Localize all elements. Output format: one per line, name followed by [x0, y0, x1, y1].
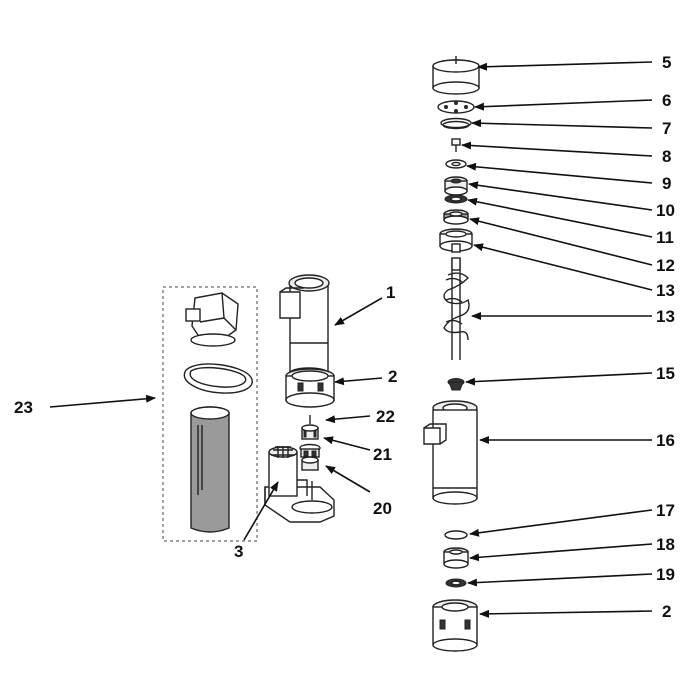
- part-21-gear-small: [301, 424, 319, 440]
- callout-8: 8: [662, 147, 671, 166]
- part-10-bearing: [444, 176, 468, 196]
- leader-23: [49, 394, 156, 408]
- leader-15: [465, 372, 653, 386]
- callout-20: 20: [373, 499, 392, 518]
- callout-19: 19: [656, 565, 675, 584]
- callout-3: 3: [234, 542, 243, 561]
- leader-11: [467, 197, 653, 238]
- part-8-screw: [451, 138, 461, 152]
- part-9-washer: [445, 159, 467, 169]
- kit-belt-part: [183, 363, 253, 394]
- callout-23: 23: [14, 398, 33, 417]
- leader-22: [325, 415, 371, 424]
- callout-2a: 2: [388, 367, 397, 386]
- leader-3: [243, 481, 279, 541]
- leader-2b: [479, 609, 653, 618]
- part-23-kit-group: [162, 286, 258, 542]
- part-11-seal: [444, 194, 468, 204]
- callout-10: 10: [656, 201, 675, 220]
- kit-sleeve-part: [190, 406, 230, 533]
- part-1-upper-housing: [279, 274, 330, 379]
- callout-5: 5: [662, 53, 671, 72]
- callout-labels: 23 1 2 22 21 20 3 5 6 7 8 9 10 11 12 13 …: [14, 53, 675, 621]
- part-16-lower-housing: [423, 400, 478, 505]
- part-13-auger-screw: [443, 257, 470, 360]
- part-2-collar-left: [285, 368, 335, 408]
- callout-1: 1: [386, 283, 395, 302]
- part-15-seal: [447, 378, 465, 391]
- leader-8: [461, 141, 653, 157]
- part-20-gear-stack: [299, 443, 321, 471]
- callout-17: 17: [656, 501, 675, 520]
- callout-11: 11: [656, 228, 674, 247]
- part-12-bearing-ring: [443, 209, 469, 225]
- part-17-o-ring: [444, 530, 468, 540]
- leader-10: [468, 181, 653, 211]
- part-19-bearing: [445, 578, 467, 588]
- leader-6: [474, 99, 653, 111]
- leader-19: [467, 573, 653, 587]
- leader-20: [325, 465, 371, 493]
- leader-1: [334, 297, 383, 326]
- leader-9: [466, 162, 653, 184]
- leader-7: [471, 119, 653, 129]
- callout-12: 12: [656, 256, 675, 275]
- callout-16: 16: [656, 431, 675, 450]
- leader-18: [469, 543, 653, 562]
- part-13-flange: [439, 228, 473, 253]
- callout-7: 7: [662, 119, 671, 138]
- part-18-bushing: [443, 547, 469, 569]
- leader-5: [477, 61, 653, 71]
- callout-2b: 2: [662, 602, 671, 621]
- callout-6: 6: [662, 91, 671, 110]
- callout-15: 15: [656, 364, 675, 383]
- callout-9: 9: [662, 174, 671, 193]
- part-6-plate: [437, 100, 475, 114]
- callout-18: 18: [656, 535, 675, 554]
- callout-13b: 13: [656, 307, 675, 326]
- leader-12: [469, 217, 653, 266]
- callout-22: 22: [376, 407, 395, 426]
- part-5-top-cap: [432, 56, 480, 95]
- kit-head-part: [185, 292, 239, 347]
- callout-21: 21: [373, 445, 392, 464]
- leader-17: [469, 509, 653, 537]
- part-2-collar-right: [432, 599, 478, 652]
- leader-arrows: [49, 61, 653, 618]
- part-3-motor-base: [264, 446, 335, 523]
- leader-2a: [334, 377, 383, 386]
- leader-13a: [473, 243, 653, 291]
- part-7-clip-ring: [440, 117, 472, 130]
- callout-13a: 13: [656, 281, 675, 300]
- leader-21: [323, 436, 371, 451]
